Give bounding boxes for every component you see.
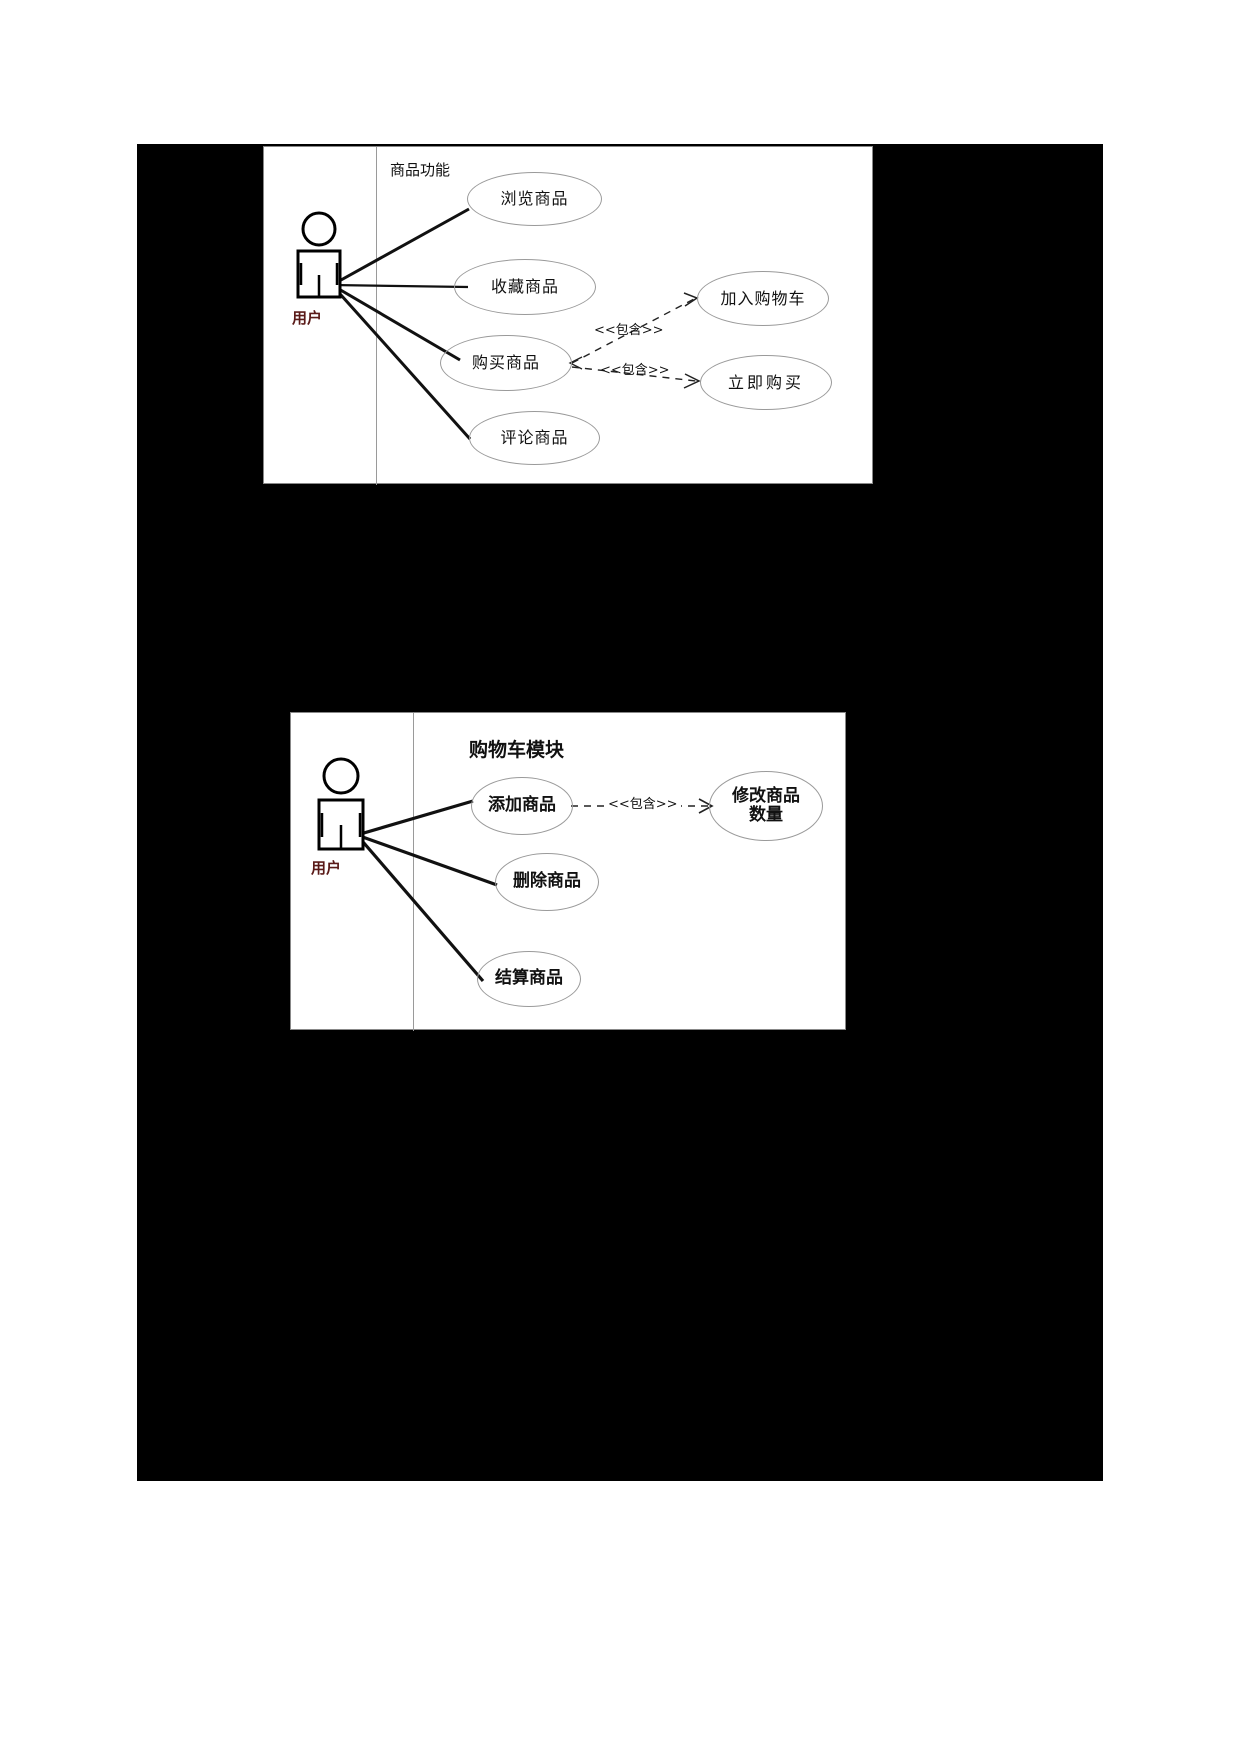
usecase-label-favorite-product: 收藏商品 [490,277,559,297]
usecase-buy-product[interactable]: 购买商品 [440,335,572,391]
actor-stick-figure-icon [296,211,342,299]
diagram-product-function: 商品功能 用户 [263,146,873,485]
actor-user-cart[interactable]: 用户 [297,757,417,879]
usecase-label-browse-product: 浏览商品 [500,189,569,209]
actor-label-user-cart: 用户 [310,859,341,877]
usecase-delete-item[interactable]: 删除商品 [495,853,599,911]
system-title-product: 商品功能 [390,161,451,179]
usecase-modify-qty[interactable]: 修改商品 数量 [709,771,823,841]
usecase-label-modify-qty-line1: 修改商品 [732,785,800,806]
usecase-favorite-product[interactable]: 收藏商品 [454,259,596,315]
usecase-label-delete-item: 删除商品 [513,871,581,892]
usecase-add-to-cart[interactable]: 加入购物车 [697,271,829,326]
stereotype-include-modify-qty: <<包含>> [605,793,681,812]
usecase-label-buy-now: 立即购买 [727,372,804,392]
actor-stick-figure-icon [317,757,365,851]
usecase-label-add-to-cart: 加入购物车 [720,288,806,308]
usecase-buy-now[interactable]: 立即购买 [700,355,832,410]
usecase-checkout-item[interactable]: 结算商品 [477,951,581,1007]
actor-user-product[interactable]: 用户 [276,211,386,329]
stereotype-include-add-to-cart: <<包含>> [594,323,664,338]
usecase-browse-product[interactable]: 浏览商品 [467,172,602,226]
usecase-review-product[interactable]: 评论商品 [469,411,600,465]
usecase-label-buy-product: 购买商品 [471,353,540,373]
stereotype-include-buy-now: <<包含>> [600,363,670,378]
diagram-shopping-cart: 购物车模块 用户 添加商品 删除商品 [290,712,846,1031]
usecase-label-add-item: 添加商品 [488,795,556,816]
system-title-cart: 购物车模块 [469,739,565,761]
usecase-add-item[interactable]: 添加商品 [471,777,573,835]
actor-label-user-product: 用户 [291,309,322,327]
usecase-label-review-product: 评论商品 [500,428,569,448]
usecase-label-checkout-item: 结算商品 [495,968,563,989]
usecase-label-modify-qty-line2: 数量 [749,805,783,825]
